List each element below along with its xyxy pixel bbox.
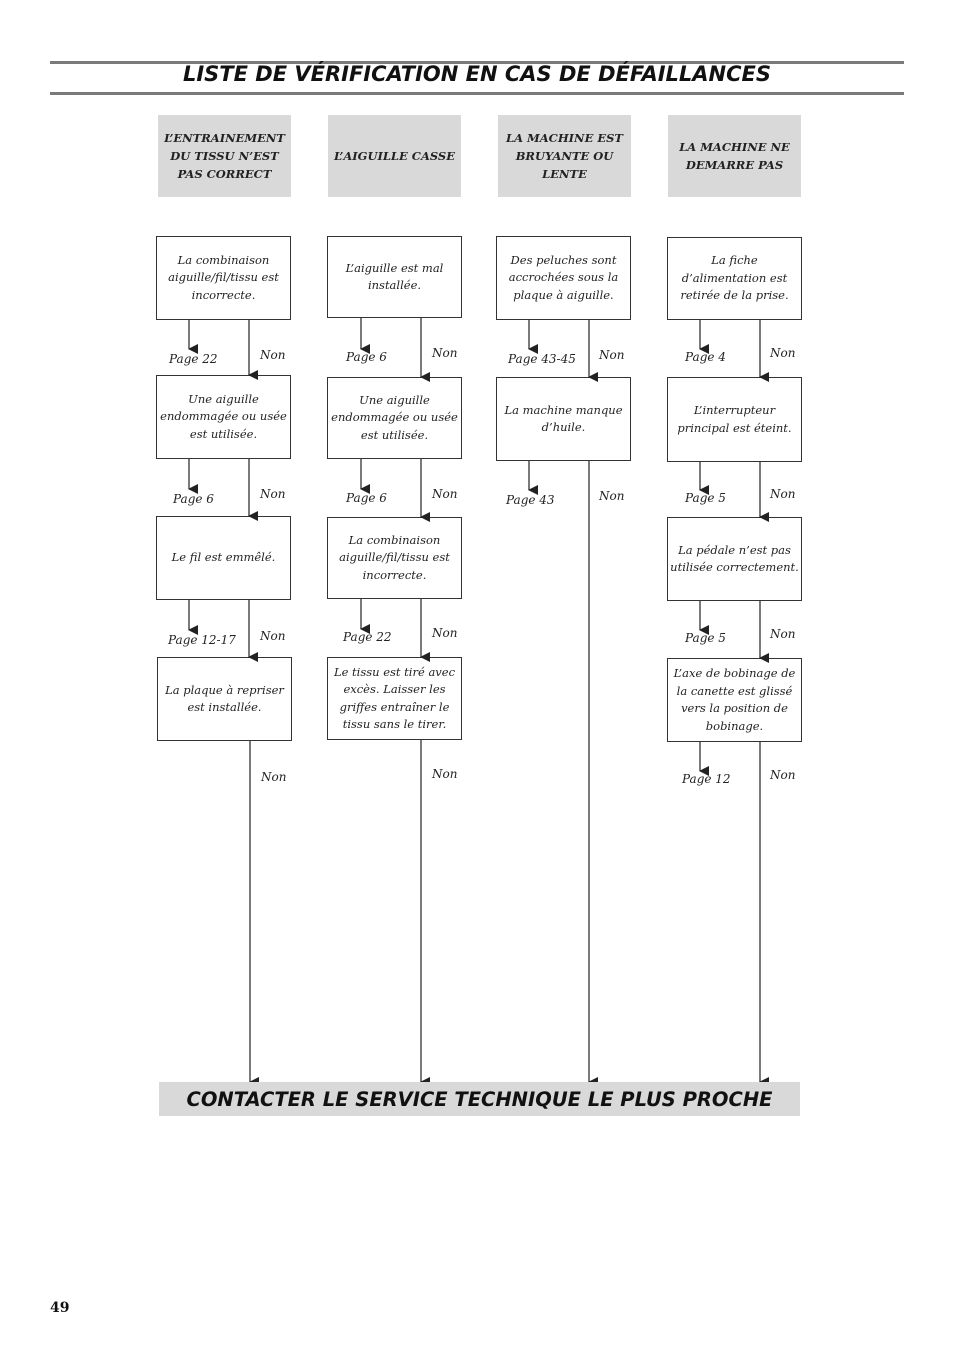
- column-1-step-4: La plaque à repriser est installée.: [157, 657, 292, 741]
- column-2-page-ref-2: Page 6: [346, 491, 387, 505]
- column-4-no-label-2: Non: [770, 487, 796, 501]
- page-title: LISTE DE VÉRIFICATION EN CAS DE DÉFAILLA…: [182, 62, 772, 86]
- column-4-no-label-3: Non: [770, 627, 796, 641]
- column-4-step-1: La fiche d’alimentation est retirée de l…: [667, 237, 802, 320]
- title-underline-rule: [50, 92, 904, 95]
- column-4-page-ref-3: Page 5: [685, 631, 726, 645]
- column-1-no-label-1: Non: [260, 348, 286, 362]
- column-1-no-label-3: Non: [260, 629, 286, 643]
- column-2-step-4: Le tissu est tiré avec excès. Laisser le…: [327, 657, 462, 740]
- column-2-step-1: L’aiguille est mal installée.: [327, 236, 462, 318]
- column-2-step-2: Une aiguille endommagée ou usée est util…: [327, 377, 462, 459]
- contact-service-banner: CONTACTER LE SERVICE TECHNIQUE LE PLUS P…: [159, 1082, 800, 1116]
- column-4-step-4: L’axe de bobinage de la canette est glis…: [667, 658, 802, 742]
- column-4-step-2: L’interrupteur principal est éteint.: [667, 377, 802, 462]
- column-4-page-ref-2: Page 5: [685, 491, 726, 505]
- column-2-step-3: La combinaison aiguille/fil/tissu est in…: [327, 517, 462, 599]
- column-2-header: L’AIGUILLE CASSE: [328, 115, 461, 197]
- column-3-page-ref-1: Page 43-45: [508, 352, 576, 366]
- column-2-no-label-1: Non: [432, 346, 458, 360]
- column-2-no-label-2: Non: [432, 487, 458, 501]
- column-4-step-3: La pédale n’est pas utilisée correctemen…: [667, 517, 802, 601]
- page-number: 49: [50, 1300, 70, 1316]
- column-1-step-1: La combinaison aiguille/fil/tissu est in…: [156, 236, 291, 320]
- column-1-step-2: Une aiguille endommagée ou usée est util…: [156, 375, 291, 459]
- column-1-page-ref-2: Page 6: [173, 492, 214, 506]
- column-1-page-ref-1: Page 22: [169, 352, 218, 366]
- column-1-no-label-2: Non: [260, 487, 286, 501]
- column-4-no-label-1: Non: [770, 346, 796, 360]
- top-rule: [50, 61, 904, 64]
- column-2-page-ref-3: Page 22: [343, 630, 392, 644]
- column-3-no-label-1: Non: [599, 348, 625, 362]
- column-1-header: L’ENTRAINEMENT DU TISSU N’EST PAS CORREC…: [158, 115, 291, 197]
- column-4-page-ref-4: Page 12: [682, 772, 731, 786]
- column-1-step-3: Le fil est emmêlé.: [156, 516, 291, 600]
- column-3-no-label-2: Non: [599, 489, 625, 503]
- column-2-page-ref-1: Page 6: [346, 350, 387, 364]
- column-4-no-label-4: Non: [770, 768, 796, 782]
- column-4-header: LA MACHINE NE DEMARRE PAS: [668, 115, 801, 197]
- column-3-step-2: La machine manque d’huile.: [496, 377, 631, 461]
- column-3-header: LA MACHINE EST BRUYANTE OU LENTE: [498, 115, 631, 197]
- column-4-page-ref-1: Page 4: [685, 350, 726, 364]
- column-1-no-label-4: Non: [261, 770, 287, 784]
- column-2-no-label-3: Non: [432, 626, 458, 640]
- column-1-page-ref-3: Page 12-17: [168, 633, 236, 647]
- column-3-page-ref-2: Page 43: [506, 493, 555, 507]
- column-3-step-1: Des peluches sont accrochées sous la pla…: [496, 236, 631, 320]
- column-2-no-label-4: Non: [432, 767, 458, 781]
